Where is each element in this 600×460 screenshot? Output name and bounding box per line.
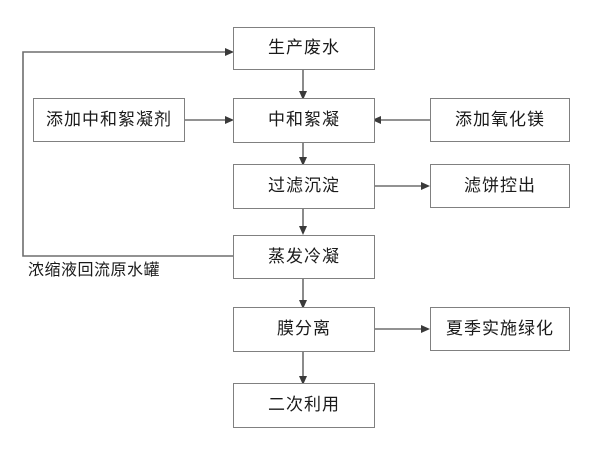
node-label: 生产废水 [268,38,340,58]
node-add-neutral-flocculant[interactable]: 添加中和絮凝剂 [33,98,185,142]
node-label: 过滤沉淀 [268,176,340,196]
edge-membrane-to-reuse [299,352,307,385]
node-label: 添加氧化镁 [455,109,545,130]
edge-magnesium-to-neutralization [372,116,430,124]
edge-filtration-to-cake [372,182,430,190]
node-membrane-separation[interactable]: 膜分离 [233,307,375,352]
node-secondary-utilization[interactable]: 二次利用 [233,383,375,428]
edge-evaporation-recycle-to-wastewater [22,48,235,257]
node-label: 滤饼控出 [464,175,536,196]
node-label: 中和絮凝 [268,110,340,130]
node-label: 夏季实施绿化 [446,318,554,339]
node-label: 膜分离 [277,319,331,339]
edge-filtration-to-evaporation [299,209,307,235]
node-add-magnesium-oxide[interactable]: 添加氧化镁 [430,98,570,142]
node-evaporation-condensation[interactable]: 蒸发冷凝 [233,235,375,279]
node-summer-greening[interactable]: 夏季实施绿化 [430,307,570,351]
edge-evaporation-to-membrane [299,279,307,309]
node-filter-cake-discharge[interactable]: 滤饼控出 [430,164,570,208]
node-label: 蒸发冷凝 [268,246,340,267]
node-filtration-precipitation[interactable]: 过滤沉淀 [233,164,375,209]
node-neutralization-flocculation[interactable]: 中和絮凝 [233,98,375,143]
label-recirculation-note: 浓缩液回流原水罐 [28,260,161,279]
edge-wastewater-to-neutralization [299,70,307,100]
edge-flocculant-to-neutralization [185,116,234,124]
edge-membrane-to-greening [372,325,430,333]
edge-neutralization-to-filtration [299,143,307,166]
node-label: 添加中和絮凝剂 [46,109,172,130]
node-production-wastewater[interactable]: 生产废水 [233,27,375,70]
node-label: 二次利用 [268,395,340,415]
